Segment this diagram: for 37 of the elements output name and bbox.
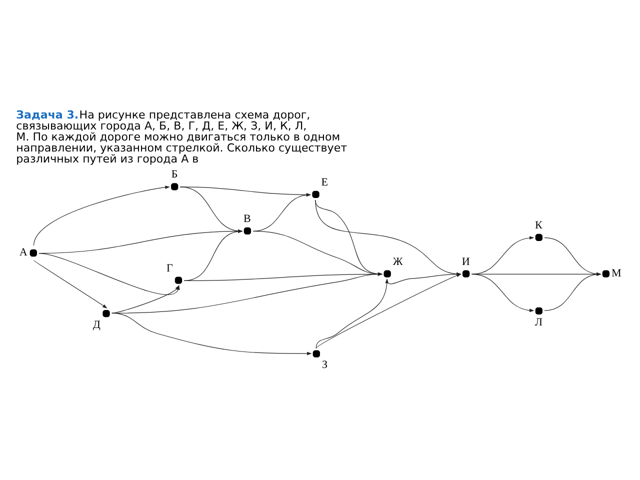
node-label: З [322, 359, 328, 372]
node-label: И [462, 256, 470, 268]
node-circle [535, 307, 542, 314]
caption: М. По каждой дороге можно двигаться только в одном [16, 130, 340, 144]
arrow [33, 186, 170, 246]
node-circle [174, 276, 182, 284]
arrow [112, 312, 312, 356]
arrow [33, 260, 108, 308]
node-circle [30, 249, 37, 257]
node-circle [384, 270, 391, 278]
arrow [112, 272, 383, 314]
caption: На рисунке представлена схема дорог, [79, 108, 310, 122]
diagram-title: Задача 3. [16, 108, 79, 122]
node-circle [102, 310, 110, 318]
arrow [252, 230, 383, 276]
caption: направлении, указанном стрелкой. Сколько существует [16, 142, 348, 155]
node-label: Д [92, 318, 100, 331]
node-circle [462, 270, 470, 278]
arrow [471, 236, 534, 274]
node-label: А [19, 246, 28, 259]
node-label: В [244, 212, 251, 225]
node-circle [535, 234, 542, 241]
node-label: Ж [392, 256, 403, 268]
node-label: К [535, 219, 542, 232]
node-circle [602, 270, 610, 278]
node-circle [171, 183, 178, 190]
node-label: Л [535, 316, 543, 328]
caption: различных путей из города А в [16, 152, 199, 166]
node-label: Б [171, 168, 178, 181]
arrow [184, 272, 383, 281]
node-circle [244, 227, 252, 234]
node-circle [312, 350, 320, 358]
node-label: Г [166, 262, 173, 274]
node-label: М [611, 268, 622, 280]
node-circle [312, 190, 320, 198]
arrow [316, 278, 389, 349]
node-label: Е [321, 176, 328, 188]
